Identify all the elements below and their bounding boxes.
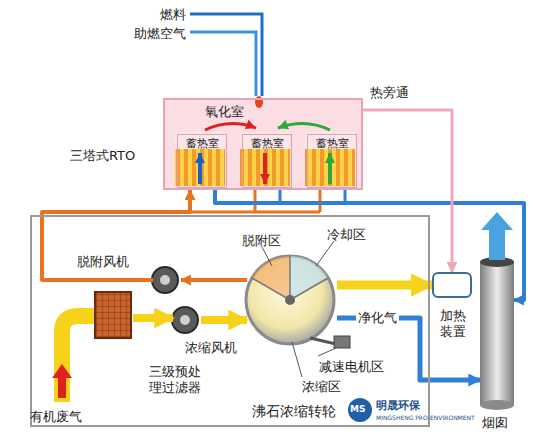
drive-belt: [310, 338, 336, 344]
text-holder: 烟囱: [482, 415, 508, 431]
component-box: 氧化室三塔式RTO蓄热室蓄热室蓄热室: [163, 98, 363, 190]
node-label: 三塔式RTO: [70, 148, 135, 164]
fuel-line: [190, 14, 262, 96]
flow-arrow-up: [328, 153, 332, 184]
leader-line: [262, 247, 272, 266]
fan-hub: [160, 275, 170, 285]
ceramic-bed: [240, 132, 290, 186]
node-label: 蓄热室: [243, 137, 291, 151]
node-label: 沸石浓缩转轮: [252, 403, 336, 421]
leader-line: [318, 348, 336, 356]
text-holder: 蓄热室: [243, 137, 291, 151]
rto-body: [163, 98, 363, 190]
label: 明晟环保: [376, 398, 420, 413]
component-box: 浓缩风机: [173, 308, 201, 336]
component-box: 三级预处理过滤器: [97, 294, 133, 340]
node-label: 蓄热室: [308, 137, 356, 151]
text-holder: 沸石浓缩转轮: [252, 403, 336, 421]
text-holder: 脱附区: [242, 233, 281, 249]
node-label: 三级预处理过滤器: [149, 364, 205, 397]
fan-hub: [180, 315, 190, 325]
edge-label: 热旁通: [368, 86, 411, 100]
desorption-sector: [252, 256, 290, 300]
component-box: 蓄热室: [177, 134, 227, 188]
node-label: 减速电机区: [319, 359, 384, 375]
text-holder: 加热装置: [440, 308, 475, 341]
edge-label: 净化气: [356, 311, 399, 325]
flow-arrow-up: [198, 153, 202, 184]
node-label: 氧化室: [205, 104, 244, 120]
text-holder: 三级预处理过滤器: [149, 364, 205, 397]
flow-arrow-down: [263, 153, 267, 184]
rotor-hub: [285, 295, 295, 305]
fan: [152, 267, 178, 293]
text-holder: 蓄热室: [178, 137, 226, 151]
node-label: 冷却区: [327, 227, 366, 243]
component-box: 加热装置: [432, 272, 472, 298]
inlet-arrow: [52, 364, 72, 398]
flow-connector: [133, 314, 173, 322]
flow-connector: [215, 190, 524, 300]
air-line: [190, 32, 256, 96]
text-holder: 减速电机区: [319, 359, 384, 375]
node-label: 浓缩区: [302, 379, 341, 395]
ceramic-bed: [305, 132, 355, 186]
component-box: 蓄热室: [242, 134, 292, 188]
leader-line: [316, 241, 334, 266]
text-holder: 脱附风机: [77, 254, 129, 270]
component-box: 脱附区冷却区减速电机区浓缩区: [247, 257, 337, 347]
flow-connector: [42, 190, 190, 280]
label: MINGSHENG PRO-ENVIRONMENT: [376, 414, 475, 421]
logo-mark: [348, 398, 372, 422]
text-holder: 浓缩风机: [185, 340, 237, 356]
node-label: 脱附区: [242, 233, 281, 249]
text-holder: 三塔式RTO: [70, 148, 135, 164]
chimney-base: [480, 400, 514, 410]
text-holder: 氧化室: [205, 104, 244, 120]
label: 有机废气: [30, 408, 82, 426]
flow-connector: [181, 278, 247, 282]
text-holder: 浓缩区: [302, 379, 341, 395]
component-box: 烟囱: [480, 255, 514, 405]
flow-connector: [363, 110, 452, 272]
chimney: [480, 262, 514, 405]
zeolite-rotor: [246, 256, 334, 344]
node-label: 加热装置: [440, 308, 475, 341]
flow-connector: [337, 281, 432, 290]
leader-line: [292, 342, 302, 377]
component-box: 蓄热室: [307, 134, 357, 188]
label: 助燃空气: [134, 25, 186, 43]
label: MS: [350, 404, 365, 414]
text-holder: 蓄热室: [308, 137, 356, 151]
label: 燃料: [160, 6, 186, 24]
component-box: 脱附风机: [153, 268, 181, 296]
cooling-sector: [290, 256, 328, 300]
node-label: 蓄热室: [178, 137, 226, 151]
inlet-flow: [62, 316, 95, 402]
flow-arrow-curve: [278, 123, 330, 130]
ceramic-bed: [175, 132, 225, 186]
sector-line: [252, 256, 328, 300]
fan: [172, 307, 198, 333]
node-label: 烟囱: [482, 415, 508, 431]
filter: [95, 292, 131, 338]
motor: [334, 336, 350, 348]
node-label: 脱附风机: [77, 254, 129, 270]
text-holder: 冷却区: [327, 227, 366, 243]
flow-arrow-curve: [205, 123, 256, 130]
exhaust-arrow: [481, 212, 513, 260]
node-label: 浓缩风机: [185, 340, 237, 356]
flow-connector: [201, 316, 247, 324]
